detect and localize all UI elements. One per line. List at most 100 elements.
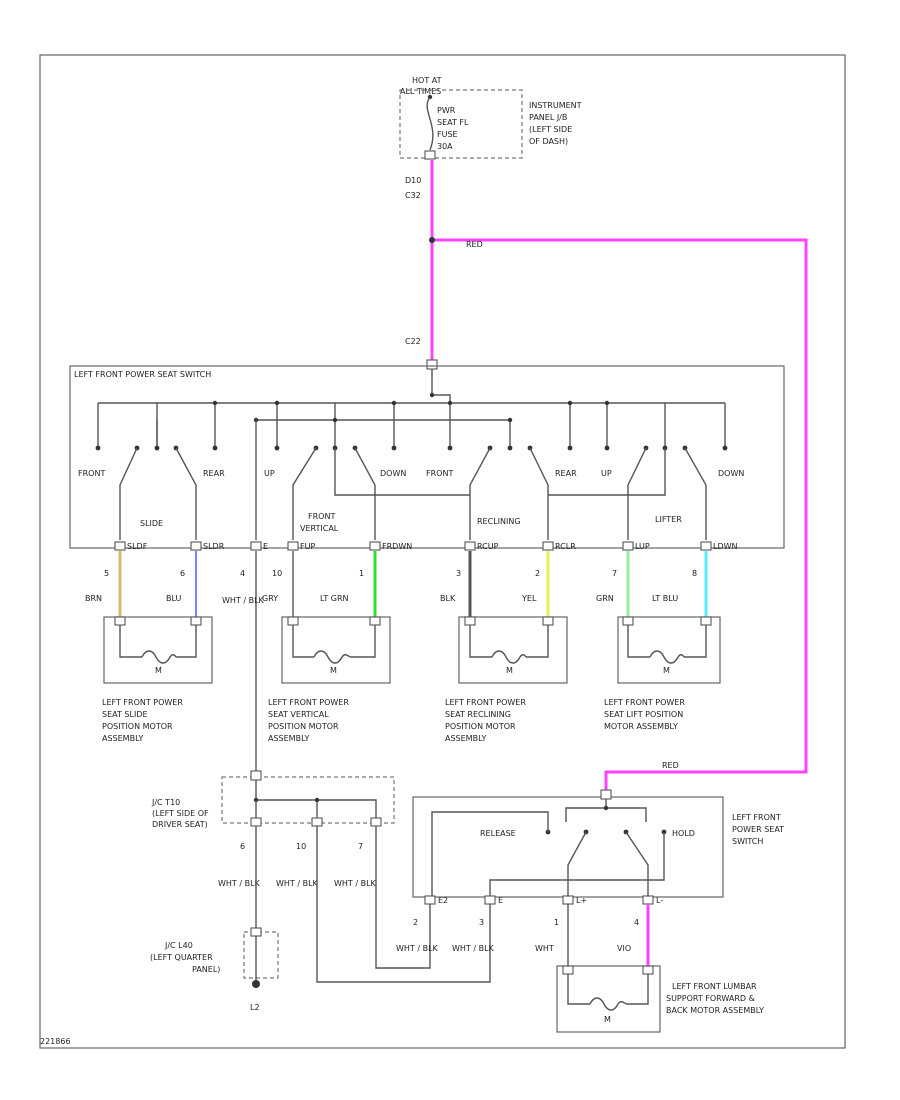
lumbar-terminal-e: E: [498, 896, 503, 905]
switch-feed-pin: [426, 359, 438, 370]
lumbar-feed-pin: [600, 789, 612, 800]
jc-t10-pin: [250, 817, 262, 827]
lumbar-wire-color-1: WHT / BLK: [452, 944, 495, 953]
ipjb-label-0: INSTRUMENT: [529, 101, 582, 110]
switch-crosslink: [334, 448, 470, 496]
ground-jc-loc-0: (LEFT QUARTER: [150, 953, 213, 962]
wire-color-gry: GRY: [262, 594, 278, 603]
ipjb-label-1: PANEL J/B: [529, 113, 567, 122]
conn-top-ref: D10: [405, 176, 421, 185]
wire-pin-6: 6: [180, 569, 185, 578]
red-splice-dot: [429, 237, 435, 243]
red-wire-branch: [432, 238, 808, 790]
bus-dot: [212, 400, 218, 406]
jc-t10-loc-0: (LEFT SIDE OF: [152, 809, 209, 818]
lumbar-internal-ground: [431, 811, 549, 896]
switch-label-up: UP: [264, 469, 275, 478]
jc-wire-to-lumbar-e2: [375, 826, 431, 969]
jc-wire-color-1: WHT / BLK: [276, 879, 319, 888]
jc-l40-pin: [250, 927, 262, 937]
motor-slide: M: [103, 616, 213, 684]
jc-t10-pin: [311, 817, 323, 827]
lumbar-switch-label-2: SWITCH: [732, 837, 763, 846]
jc-wire-to-lumbar-e: [316, 826, 491, 983]
lumbar-terminal: [484, 895, 496, 905]
wire-color-ltgrn: LT GRN: [320, 594, 349, 603]
jc-t10-loc-1: DRIVER SEAT): [152, 820, 208, 829]
ground-bus-dot: [507, 417, 513, 423]
motor-reclining: M: [458, 616, 568, 684]
section-slide: SLIDE: [140, 519, 163, 528]
conn-switch-label: C22: [405, 337, 421, 346]
red-wire-label-top: RED: [466, 240, 483, 249]
lumbar-blade: [625, 831, 649, 896]
figure-id: 221866: [40, 1037, 71, 1046]
lumbar-switch-label-0: LEFT FRONT: [732, 813, 781, 822]
terminal-ldwn: LDWN: [713, 542, 738, 551]
ground-bus-dot: [332, 417, 338, 423]
wire-color-whtblk: WHT / BLK: [222, 596, 265, 605]
lumbar-motor-label-2: BACK MOTOR ASSEMBLY: [666, 1006, 764, 1015]
motor-reclining-label-2: POSITION MOTOR: [445, 722, 516, 731]
motor-lift-label-0: LEFT FRONT POWER: [604, 698, 685, 707]
jc-t10-box: [221, 776, 395, 824]
switch-blades: [119, 447, 707, 540]
lumbar-terminal: [562, 895, 574, 905]
lumbar-feed-2: [606, 807, 647, 822]
jc-wire-pin-10: 10: [296, 842, 306, 851]
switch-label-rear-2: REAR: [555, 469, 577, 478]
fuse-pwr: PWR: [437, 106, 456, 115]
fuse-fuse: FUSE: [437, 130, 458, 139]
ground-jc-loc-1: PANEL): [192, 965, 220, 974]
wire-color-blk: BLK: [440, 594, 456, 603]
terminal-sldf: SLDF: [127, 542, 148, 551]
switch-label-front-2: FRONT: [426, 469, 453, 478]
wire-pin-5: 5: [104, 569, 109, 578]
wire-pin-7: 7: [612, 569, 617, 578]
fuse-seat-fl: SEAT FL: [437, 118, 469, 127]
wire-pin-1: 1: [359, 569, 364, 578]
svg-text:M: M: [155, 666, 162, 675]
terminal-rclr: RCLR: [555, 542, 576, 551]
wire-pin-3: 3: [456, 569, 461, 578]
ground-dot: [252, 980, 260, 988]
motor-vertical: M: [281, 616, 391, 684]
ipjb-box: [399, 89, 523, 159]
svg-text:M: M: [604, 1015, 611, 1024]
lumbar-terminal-e2: E2: [438, 896, 448, 905]
switch-contacts: [95, 445, 728, 451]
section-lifter: LIFTER: [655, 515, 682, 524]
lumbar-hold: HOLD: [672, 829, 695, 838]
ground-jc-name: J/C L40: [164, 941, 193, 950]
motor-vertical-label-1: SEAT VERTICAL: [268, 710, 329, 719]
motor-reclining-label-1: SEAT RECLINING: [445, 710, 511, 719]
wire-pin-10: 10: [272, 569, 282, 578]
jc-wire-pin-7: 7: [358, 842, 363, 851]
section-front: FRONT: [308, 512, 335, 521]
svg-text:M: M: [330, 666, 337, 675]
motor-vertical-label-2: POSITION MOTOR: [268, 722, 339, 731]
bus-dot: [447, 400, 453, 406]
lumbar-motor-label-0: LEFT FRONT LUMBAR: [672, 982, 757, 991]
ipjb-label-2: (LEFT SIDE: [529, 125, 572, 134]
motor-slide-label-1: SEAT SLIDE: [102, 710, 148, 719]
lumbar-feed: [565, 799, 607, 822]
motor-slide-label-0: LEFT FRONT POWER: [102, 698, 183, 707]
bus-dot: [567, 400, 573, 406]
ipjb-label-3: OF DASH): [529, 137, 568, 146]
wire-color-brn: BRN: [85, 594, 102, 603]
jc-t10-pin-top: [250, 770, 262, 781]
terminal-fup: FUP: [300, 542, 315, 551]
terminal-sldr: SLDR: [203, 542, 225, 551]
fuse-symbol: [426, 96, 434, 151]
motor-reclining-label-3: ASSEMBLY: [445, 734, 486, 743]
conn-top-pin: C32: [405, 191, 421, 200]
jc-wire-color-0: WHT / BLK: [218, 879, 261, 888]
wire-pin-2: 2: [535, 569, 540, 578]
motor-slide-label-3: ASSEMBLY: [102, 734, 143, 743]
terminal-e: E: [263, 542, 268, 551]
fuse-output-pin: [424, 150, 436, 160]
section-reclining: RECLINING: [477, 517, 521, 526]
svg-text:M: M: [663, 666, 670, 675]
switch-label-up-2: UP: [601, 469, 612, 478]
